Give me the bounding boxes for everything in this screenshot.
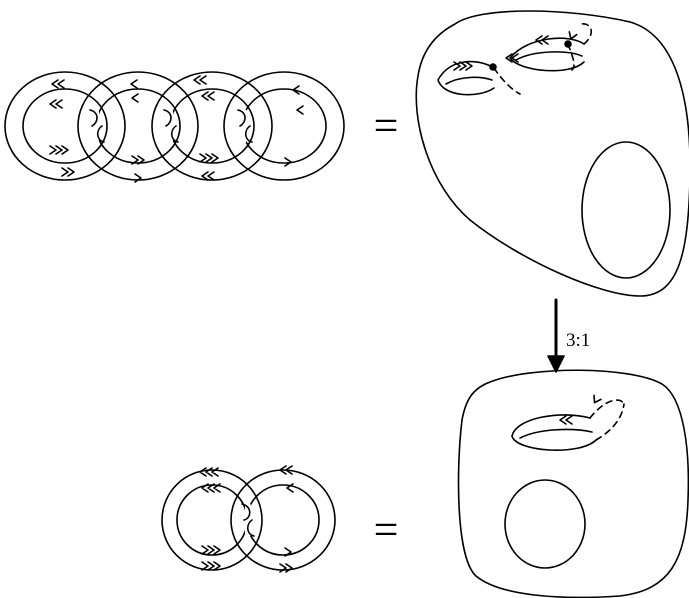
ribbon-ring-1 <box>4 71 126 181</box>
chain-of-two-rings <box>161 465 336 573</box>
surface-bottom-outline <box>457 369 689 598</box>
surface-bottom <box>457 369 689 598</box>
dashed-back-curve-bottom <box>589 399 625 441</box>
crossing-hooks <box>89 109 253 143</box>
handle-right <box>509 35 585 72</box>
basepoint-top-2 <box>564 40 572 48</box>
surface-top-hole <box>581 141 671 279</box>
dashed-loop-arrow-bottom <box>590 394 602 406</box>
handle-bottom <box>511 414 597 451</box>
covering-ratio-label: 3:1 <box>566 330 590 351</box>
surface-top <box>415 10 689 297</box>
chain-of-four-rings <box>4 71 345 183</box>
crossing-gaps <box>93 109 247 143</box>
surface-bottom-hole <box>504 479 586 569</box>
basepoint-top <box>489 63 497 71</box>
dashed-back-curves <box>493 23 592 95</box>
surface-top-outline <box>415 10 689 297</box>
equals-sign-bottom: = <box>374 505 399 554</box>
chain-arrows <box>49 75 304 183</box>
handle-left <box>437 60 495 96</box>
covering-arrow <box>547 298 565 373</box>
crossing-hook-bottom <box>241 503 255 537</box>
equals-sign-top: = <box>374 101 399 150</box>
